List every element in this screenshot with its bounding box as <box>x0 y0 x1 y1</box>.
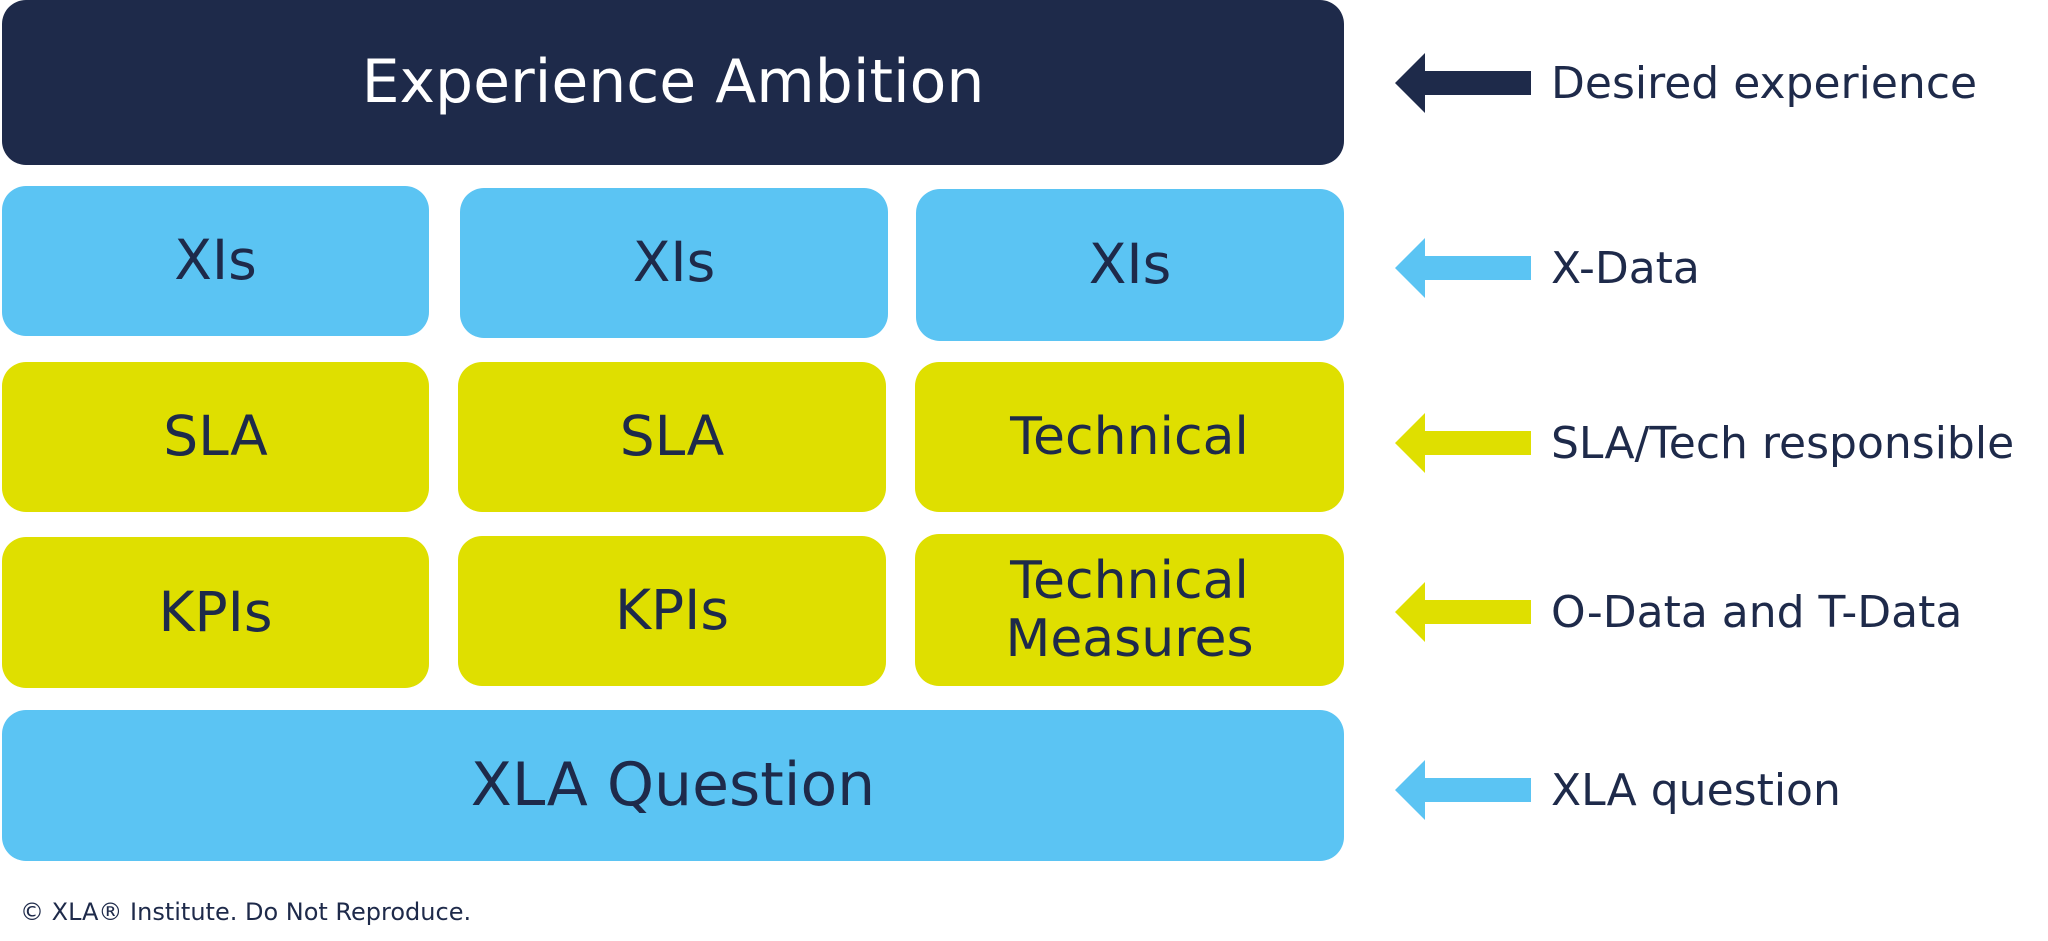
arrow-left-icon <box>1395 760 1531 820</box>
technical-box: Technical <box>915 362 1344 512</box>
xla-question-label: XLA Question <box>470 749 876 820</box>
arrow-shape <box>1395 413 1531 473</box>
experience-ambition-label: Experience Ambition <box>361 46 985 117</box>
legend-x-data: X-Data <box>1395 233 1700 303</box>
technical-measures-box: Technical Measures <box>915 534 1344 686</box>
legend-xla-question: XLA question <box>1395 755 1841 825</box>
kpi-box-label: KPIs <box>614 578 730 643</box>
experience-ambition-box: Experience Ambition <box>2 0 1344 165</box>
arrow-shape <box>1395 53 1531 113</box>
xi-box-2: XIs <box>460 188 888 338</box>
arrow-left-icon <box>1395 53 1531 113</box>
sla-box-label: SLA <box>619 404 725 469</box>
kpi-box-1: KPIs <box>2 537 429 688</box>
xi-box-3: XIs <box>916 189 1344 341</box>
legend-desired-experience: Desired experience <box>1395 48 1977 118</box>
legend-label: XLA question <box>1551 764 1841 816</box>
arrow-shape <box>1395 238 1531 298</box>
arrow-shape <box>1395 760 1531 820</box>
arrow-left-icon <box>1395 238 1531 298</box>
arrow-shape <box>1395 582 1531 642</box>
xi-box-label: XIs <box>632 230 716 295</box>
technical-box-label: Technical <box>1010 406 1249 467</box>
legend-label: Desired experience <box>1551 57 1978 109</box>
xla-question-box: XLA Question <box>2 710 1344 861</box>
legend-label: X-Data <box>1551 242 1700 294</box>
xi-box-label: XIs <box>174 228 257 293</box>
legend-label: O-Data and T-Data <box>1551 586 1963 638</box>
arrow-left-icon <box>1395 582 1531 642</box>
legend-o-t-data: O-Data and T-Data <box>1395 577 1962 647</box>
legend-sla-tech: SLA/Tech responsible <box>1395 408 2014 478</box>
sla-box-1: SLA <box>2 362 429 512</box>
kpi-box-label: KPIs <box>158 579 273 644</box>
sla-box-2: SLA <box>458 362 886 512</box>
sla-box-label: SLA <box>163 404 268 469</box>
legend-label: SLA/Tech responsible <box>1551 417 2015 469</box>
xi-box-1: XIs <box>2 186 429 336</box>
copyright-footer: © XLA® Institute. Do Not Reproduce. <box>20 898 472 926</box>
kpi-box-2: KPIs <box>458 536 886 686</box>
technical-measures-label: Technical Measures <box>1005 550 1254 669</box>
xi-box-label: XIs <box>1088 232 1172 297</box>
arrow-left-icon <box>1395 413 1531 473</box>
